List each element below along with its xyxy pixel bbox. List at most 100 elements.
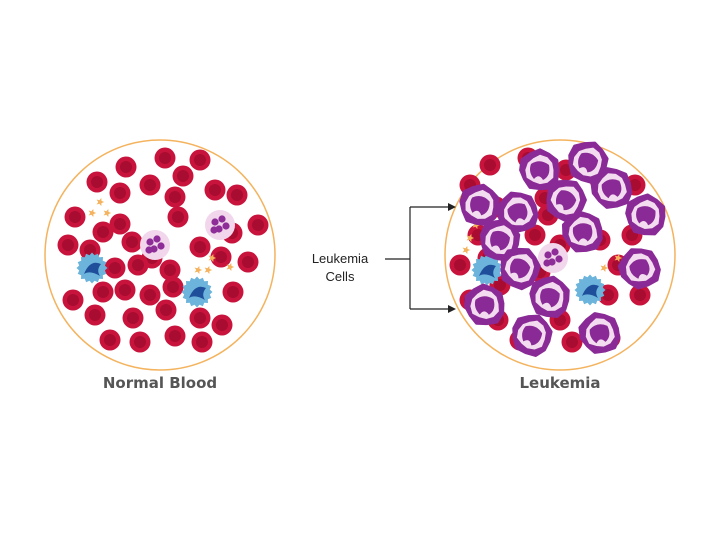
- rbc-center: [196, 336, 208, 348]
- leukemia-cell-nucleus: [470, 196, 490, 216]
- lymphocyte: [76, 252, 108, 284]
- rbc-center: [119, 284, 131, 296]
- platelet: [96, 198, 105, 206]
- leukemia-cell: [519, 148, 560, 191]
- rbc-center: [215, 251, 227, 263]
- platelet: [208, 254, 217, 262]
- neutrophil-cytoplasm: [205, 210, 235, 240]
- rbc-center: [216, 319, 228, 331]
- red-blood-cell: [62, 289, 84, 311]
- neutrophil: [205, 210, 235, 240]
- red-blood-cell: [237, 251, 259, 273]
- red-blood-cell: [211, 314, 233, 336]
- arrow-bottom-head: [448, 305, 456, 313]
- neutrophil-lobe: [544, 251, 552, 259]
- callout-arrows: [385, 203, 456, 313]
- rbc-center: [231, 189, 243, 201]
- red-blood-cell: [189, 307, 211, 329]
- rbc-center: [164, 264, 176, 276]
- red-blood-cell: [129, 331, 151, 353]
- rbc-center: [91, 176, 103, 188]
- red-blood-cell: [629, 284, 651, 306]
- red-blood-cell: [127, 254, 149, 276]
- rbc-center: [194, 154, 206, 166]
- rbc-center: [172, 211, 184, 223]
- lymphocyte-nucleus: [84, 262, 101, 276]
- platelet: [600, 264, 609, 272]
- leukemia-cell-nucleus: [629, 259, 650, 279]
- leukemia-label: Leukemia: [519, 374, 601, 392]
- red-blood-cell: [561, 331, 583, 353]
- rbc-center: [132, 259, 144, 271]
- normal-blood-label: Normal Blood: [102, 374, 218, 392]
- rbc-center: [169, 191, 181, 203]
- platelet: [88, 209, 97, 217]
- red-blood-cell: [172, 165, 194, 187]
- red-blood-cell: [64, 206, 86, 228]
- red-blood-cell: [204, 179, 226, 201]
- rbc-center: [109, 262, 121, 274]
- red-blood-cell: [115, 156, 137, 178]
- red-blood-cell: [222, 281, 244, 303]
- rbc-center: [67, 294, 79, 306]
- red-blood-cell: [139, 174, 161, 196]
- neutrophil-lobe: [153, 235, 161, 243]
- red-blood-cell: [57, 234, 79, 256]
- rbc-center: [629, 179, 641, 191]
- red-blood-cell: [139, 284, 161, 306]
- neutrophil: [538, 243, 568, 273]
- leukemia-cell-nucleus: [601, 179, 622, 199]
- rbc-center: [252, 219, 264, 231]
- rbc-center: [494, 279, 506, 291]
- neutrophil-lobe: [543, 259, 551, 267]
- rbc-center: [127, 312, 139, 324]
- rbc-center: [602, 289, 614, 301]
- red-blood-cell: [164, 325, 186, 347]
- red-blood-cell: [109, 213, 131, 235]
- neutrophil: [140, 230, 170, 260]
- rbc-center: [160, 304, 172, 316]
- neutrophil-lobe: [157, 242, 165, 250]
- platelet: [614, 254, 623, 262]
- rbc-center: [126, 236, 138, 248]
- red-blood-cell: [92, 221, 114, 243]
- red-blood-cell: [189, 149, 211, 171]
- red-blood-cell: [121, 231, 143, 253]
- rbc-center: [169, 330, 181, 342]
- red-blood-cell: [114, 279, 136, 301]
- leukemia-cell-nucleus: [522, 325, 543, 346]
- red-blood-cell: [122, 307, 144, 329]
- rbc-center: [484, 159, 496, 171]
- rbc-center: [97, 286, 109, 298]
- rbc-center: [177, 170, 189, 182]
- leukemia-cell: [529, 275, 570, 319]
- lymphocyte-nucleus: [582, 284, 599, 298]
- rbc-center: [62, 239, 74, 251]
- neutrophil-lobe: [211, 218, 219, 226]
- red-blood-cell: [164, 186, 186, 208]
- red-blood-cell: [92, 281, 114, 303]
- rbc-center: [167, 281, 179, 293]
- leukemia-cells-callout: Leukemia Cells: [290, 250, 390, 286]
- red-blood-cell: [191, 331, 213, 353]
- red-blood-cell: [104, 257, 126, 279]
- neutrophil-lobe: [210, 226, 218, 234]
- platelet: [103, 209, 112, 217]
- platelet: [204, 266, 213, 274]
- platelet: [466, 234, 475, 242]
- neutrophil-lobe: [218, 215, 226, 223]
- rbc-center: [114, 187, 126, 199]
- leukemia-cell: [578, 312, 621, 354]
- leukemia-cell: [561, 210, 603, 253]
- neutrophil-cytoplasm: [140, 230, 170, 260]
- callout-line-1: Leukemia: [311, 251, 369, 266]
- leukemia-cell-nucleus: [507, 203, 528, 223]
- lymphocyte: [471, 254, 503, 286]
- rbc-center: [159, 152, 171, 164]
- callout-line-2: Cells: [325, 269, 355, 284]
- neutrophil-cytoplasm: [538, 243, 568, 273]
- rbc-center: [104, 334, 116, 346]
- red-blood-cell: [159, 259, 181, 281]
- leukemia-cell: [496, 191, 539, 234]
